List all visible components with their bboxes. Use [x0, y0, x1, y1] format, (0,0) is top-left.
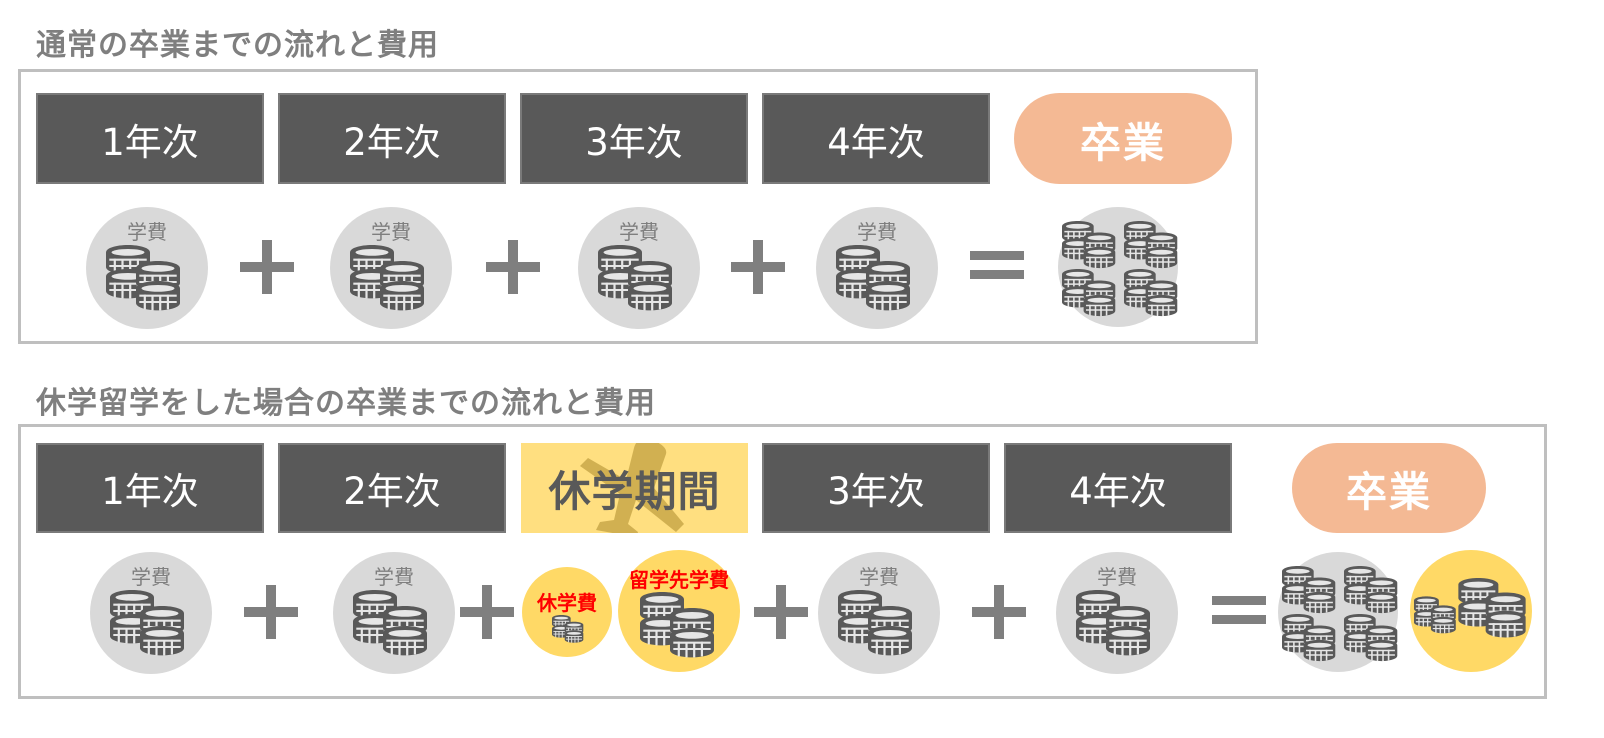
leave-period-label: 休学期間 — [548, 466, 721, 516]
normal-total-fee-circle — [1058, 207, 1178, 327]
leave-graduation-pill: 卒業 — [1292, 443, 1486, 533]
leave-year-3-box: 3年次 — [762, 443, 990, 533]
coin-stack-icon — [1414, 596, 1462, 634]
plus-icon — [460, 585, 514, 639]
leave-year-3-fee-circle: 学費 — [818, 552, 940, 674]
abroad-fee-circle: 留学先学費 — [618, 550, 740, 672]
leave-year-2-box: 2年次 — [278, 443, 506, 533]
coin-stack-icon — [1282, 566, 1408, 664]
plus-icon — [486, 240, 540, 294]
leave-section-title: 休学留学をした場合の卒業までの流れと費用 — [36, 386, 656, 421]
equals-icon — [970, 251, 1024, 279]
fee-label: 学費 — [371, 220, 411, 244]
normal-year-3-box: 3年次 — [520, 93, 748, 184]
fee-label: 学費 — [859, 565, 899, 589]
coin-stack-icon — [552, 615, 588, 643]
leave-extra-fee-circle — [1410, 550, 1532, 672]
coin-stack-icon — [838, 590, 923, 656]
normal-year-2-box: 2年次 — [278, 93, 506, 184]
plus-icon — [244, 585, 298, 639]
fee-label: 学費 — [857, 220, 897, 244]
leave-year-4-fee-circle: 学費 — [1056, 552, 1178, 674]
coin-stack-icon — [1062, 221, 1188, 319]
normal-year-1-fee-circle: 学費 — [86, 207, 208, 329]
coin-stack-icon — [640, 592, 725, 658]
normal-frame — [18, 69, 1258, 344]
plus-icon — [240, 240, 294, 294]
leave-period-box: 休学期間 — [521, 443, 748, 533]
coin-stack-icon — [836, 245, 921, 311]
normal-year-4-fee-circle: 学費 — [816, 207, 938, 329]
fee-label: 学費 — [127, 220, 167, 244]
fee-label: 学費 — [374, 565, 414, 589]
leave-fee-label: 休学費 — [537, 591, 597, 615]
coin-stack-icon — [353, 590, 438, 656]
abroad-fee-label: 留学先学費 — [629, 568, 729, 592]
leave-year-1-fee-circle: 学費 — [90, 552, 212, 674]
leave-year-2-fee-circle: 学費 — [333, 552, 455, 674]
leave-total-fee-circle — [1278, 552, 1398, 672]
equals-icon — [1212, 596, 1266, 624]
plus-icon — [972, 585, 1026, 639]
plus-icon — [731, 240, 785, 294]
normal-year-4-box: 4年次 — [762, 93, 990, 184]
coin-stack-icon — [110, 590, 195, 656]
normal-graduation-pill: 卒業 — [1014, 93, 1232, 184]
coin-stack-icon — [350, 245, 435, 311]
leave-frame — [18, 424, 1547, 699]
normal-year-2-fee-circle: 学費 — [330, 207, 452, 329]
normal-year-3-fee-circle: 学費 — [578, 207, 700, 329]
fee-label: 学費 — [619, 220, 659, 244]
airplane-icon — [579, 443, 684, 533]
coin-stack-icon — [1076, 590, 1161, 656]
coin-stack-icon — [106, 245, 191, 311]
leave-fee-circle: 休学費 — [522, 567, 612, 657]
leave-year-1-box: 1年次 — [36, 443, 264, 533]
normal-year-1-box: 1年次 — [36, 93, 264, 184]
leave-year-4-box: 4年次 — [1004, 443, 1232, 533]
fee-label: 学費 — [131, 565, 171, 589]
coin-stack-icon — [598, 245, 683, 311]
plus-icon — [754, 585, 808, 639]
coin-stack-icon — [1458, 578, 1536, 638]
fee-label: 学費 — [1097, 565, 1137, 589]
normal-section-title: 通常の卒業までの流れと費用 — [36, 28, 439, 63]
